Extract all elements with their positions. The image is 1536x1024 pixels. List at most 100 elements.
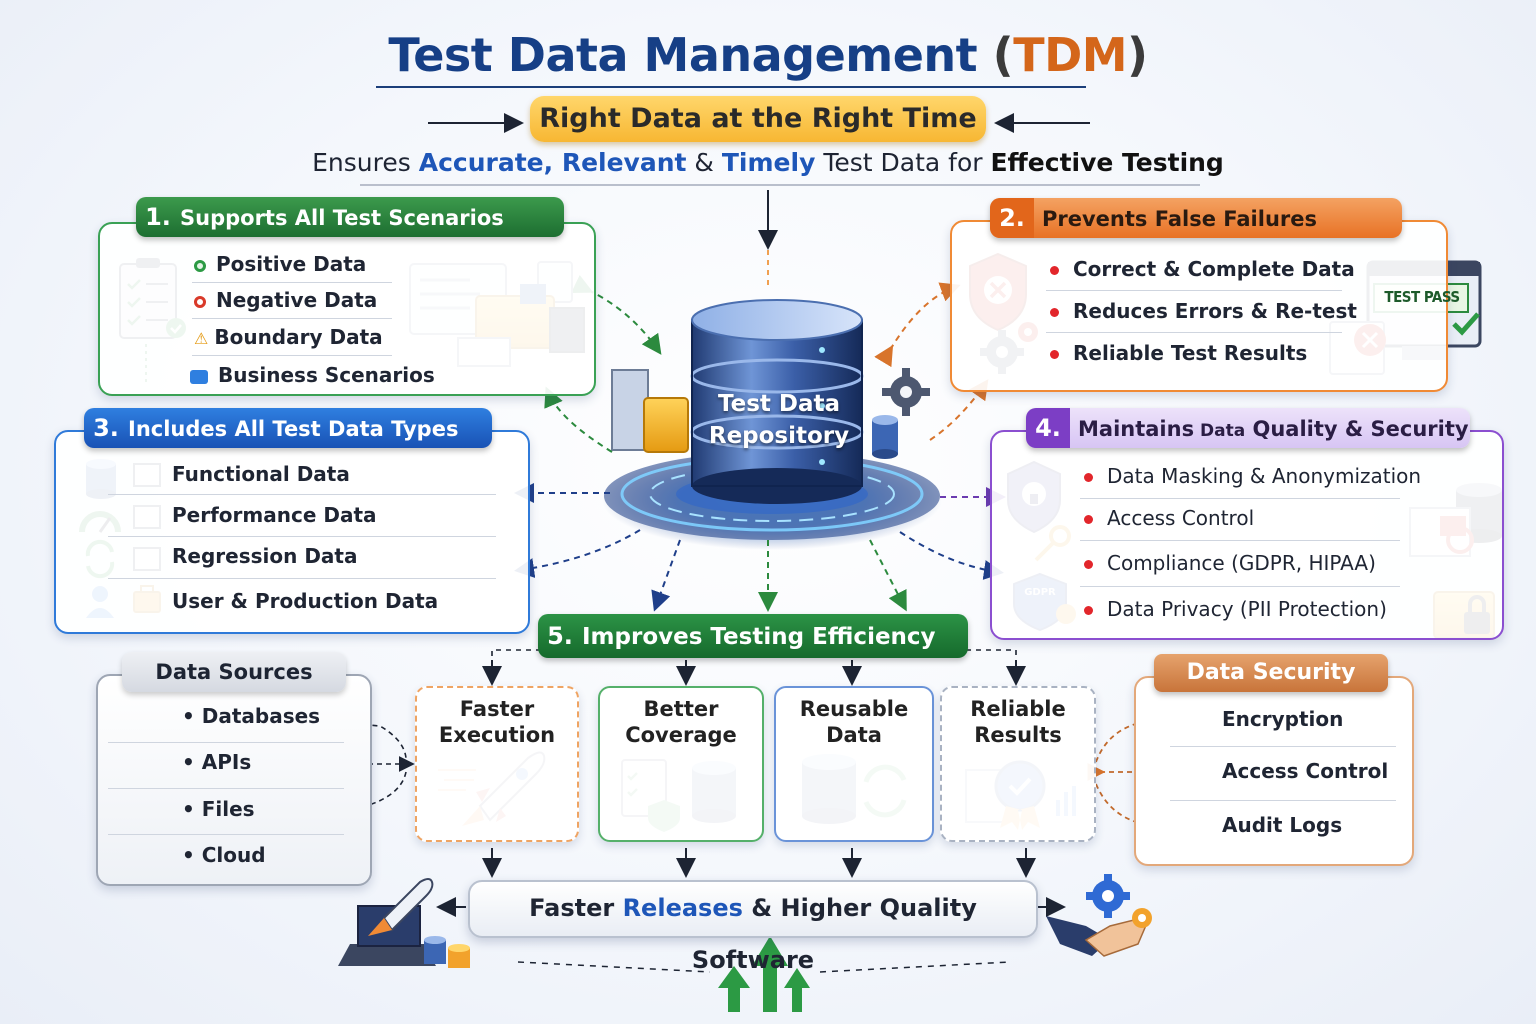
- divider: [192, 282, 392, 283]
- section4-number: 4.: [1026, 408, 1070, 448]
- positive-circle-icon: [194, 259, 206, 272]
- divider: [108, 742, 344, 743]
- section4-title: Data: [1194, 421, 1246, 441]
- section4-title: Quality & Security: [1245, 417, 1469, 441]
- section1-title: Supports All Test Scenarios: [180, 206, 504, 230]
- security-item-encryption: Encryption: [1222, 707, 1344, 731]
- section1-item-negative: Negative Data: [194, 288, 377, 312]
- divider: [192, 355, 392, 356]
- section3-item: Performance Data: [172, 503, 377, 527]
- section2-item-label: Reliable Test Results: [1073, 341, 1308, 365]
- data-source-item: • Files: [182, 797, 255, 821]
- divider: [1080, 586, 1400, 587]
- section4-item-label: Data Privacy (PII Protection): [1107, 597, 1387, 621]
- section1-item-boundary: ⚠Boundary Data: [194, 325, 383, 349]
- divider: [192, 318, 392, 319]
- section3-item: User & Production Data: [172, 589, 439, 613]
- title-main: Test Data Management: [388, 28, 978, 82]
- divider: [1170, 800, 1396, 801]
- title-paren-open: (: [992, 28, 1014, 82]
- section2-panel: [950, 220, 1448, 392]
- card-label-line2: Data: [826, 723, 882, 747]
- section4-item-label: Access Control: [1107, 506, 1255, 530]
- outcome-banner: Faster Releases & Higher Quality Softwar…: [468, 880, 1038, 974]
- section2-item: Reliable Test Results: [1050, 341, 1307, 365]
- repository-label-line2: Repository: [708, 423, 850, 449]
- section1-panel: [98, 222, 596, 396]
- divider: [108, 536, 496, 537]
- divider: [1080, 498, 1400, 499]
- section4-item-label: Compliance (GDPR, HIPAA): [1107, 551, 1376, 575]
- bullet-icon: [1050, 266, 1059, 275]
- data-source-item: • Cloud: [182, 843, 266, 867]
- data-sources-title: Data Sources: [122, 652, 346, 692]
- bullet-icon: [1050, 350, 1059, 359]
- repository-database-icon: [690, 299, 864, 504]
- divider: [108, 788, 344, 789]
- gear-icon: [1086, 874, 1152, 928]
- card-label-line1: Reusable: [799, 697, 909, 721]
- card-label-line1: Faster: [459, 697, 535, 721]
- section4-item: Compliance (GDPR, HIPAA): [1084, 551, 1376, 575]
- section2-item-label: Correct & Complete Data: [1073, 257, 1355, 281]
- tagline-underline: [360, 184, 1200, 186]
- bullet-icon: [1084, 515, 1093, 524]
- card-label-line2: Execution: [438, 723, 556, 747]
- briefcase-icon: [190, 369, 208, 384]
- folder-icon: [643, 397, 689, 453]
- outcome-releases: Releases: [622, 894, 743, 922]
- bullet-icon: [1084, 473, 1093, 482]
- gear-icon: [882, 368, 930, 416]
- security-item-audit: Audit Logs: [1222, 813, 1343, 837]
- divider: [1080, 540, 1400, 541]
- outcome-text: & Higher Quality Software: [691, 894, 977, 974]
- cabinet-icon: [611, 369, 649, 451]
- title-paren-close: ): [1127, 28, 1148, 82]
- divider: [108, 494, 496, 495]
- section3-title: Includes All Test Data Types: [128, 417, 459, 441]
- bullet-icon: [1050, 308, 1059, 317]
- section2-header: 2.Prevents False Failures: [990, 198, 1402, 238]
- section4-item: Data Masking & Anonymization: [1084, 464, 1421, 488]
- tagline-effective: Effective Testing: [990, 148, 1224, 177]
- section5-number: 5.: [547, 622, 573, 650]
- section3-item: Functional Data: [172, 462, 350, 486]
- section4-item: Data Privacy (PII Protection): [1084, 597, 1387, 621]
- section1-item-positive: Positive Data: [194, 252, 366, 276]
- divider: [1170, 746, 1396, 747]
- tagline-timely: Timely: [721, 148, 816, 177]
- repository-label-line1: Test Data: [717, 391, 841, 417]
- divider: [108, 578, 496, 579]
- section3-header: 3. Includes All Test Data Types: [84, 408, 492, 448]
- test-pass-badge: TEST PASS: [1384, 288, 1460, 306]
- tagline: Ensures Accurate, Relevant & Timely Test…: [0, 148, 1536, 177]
- title-acronym: TDM: [1013, 28, 1128, 82]
- tagline-text: Ensures: [312, 148, 419, 177]
- section3-item: Regression Data: [172, 544, 358, 568]
- section4-title: Maintains: [1078, 417, 1195, 441]
- title-underline: [376, 86, 1086, 88]
- handshake-icon: [1046, 914, 1152, 957]
- negative-circle-icon: [194, 295, 206, 308]
- card-label-line1: Better: [643, 697, 719, 721]
- section3-number: 3.: [93, 414, 119, 442]
- section2-item: Correct & Complete Data: [1050, 257, 1355, 281]
- section5-header: 5.Improves Testing Efficiency: [538, 614, 968, 658]
- section1-item-business: Business Scenarios: [190, 363, 435, 387]
- tagline-relevant: Relevant: [553, 148, 687, 177]
- section4-item-label: Data Masking & Anonymization: [1107, 464, 1422, 488]
- small-database-icon: [872, 415, 898, 459]
- section1-item-label: Business Scenarios: [218, 363, 435, 387]
- section1-number: 1.: [145, 203, 171, 231]
- tagline-text: &: [686, 148, 722, 177]
- section1-item-label: Positive Data: [216, 252, 367, 276]
- card-label-line2: Coverage: [625, 723, 737, 747]
- warning-icon: ⚠: [194, 329, 209, 348]
